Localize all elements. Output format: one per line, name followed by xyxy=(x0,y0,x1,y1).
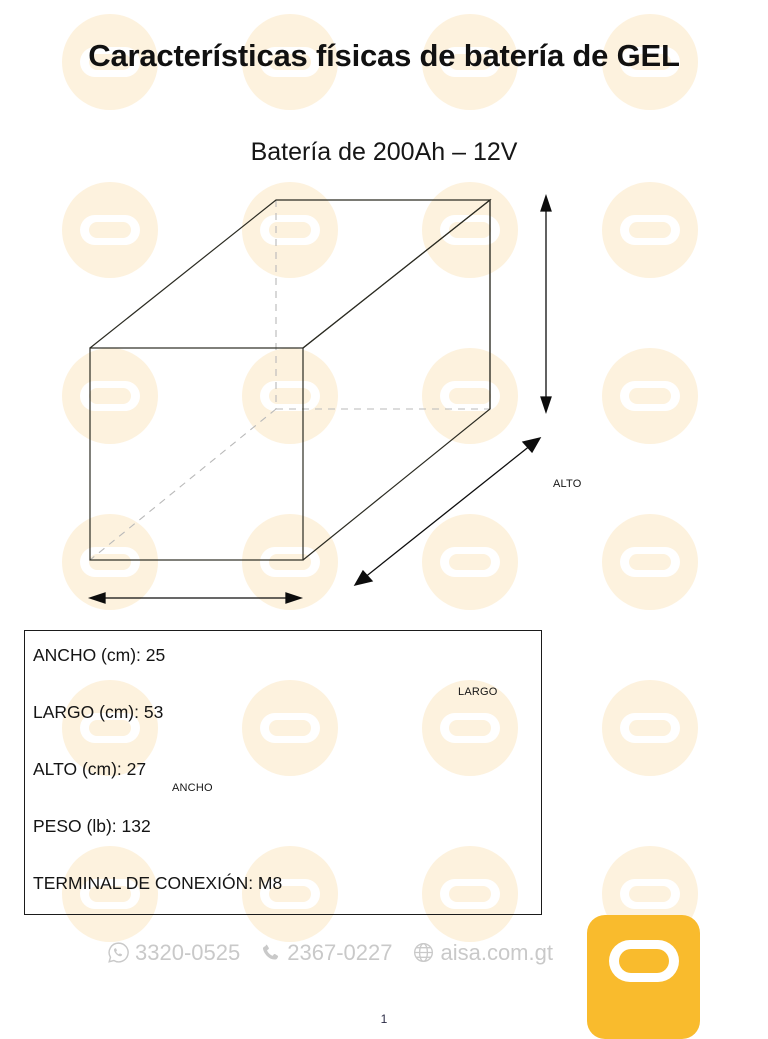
page-subtitle: Batería de 200Ah – 12V xyxy=(250,138,518,166)
spec-row-ancho: ANCHO (cm): 25 xyxy=(33,645,166,665)
visible-edges xyxy=(89,198,492,561)
spec-row-peso: PESO (lb): 132 xyxy=(33,816,151,836)
alto-dimension-arrow xyxy=(540,193,552,415)
globe-icon xyxy=(412,941,435,964)
spec-row-terminal: TERMINAL DE CONEXIÓN: M8 xyxy=(33,873,283,893)
logo-core-shape xyxy=(619,949,669,973)
page-number: 1 xyxy=(380,1012,388,1026)
contact-phone-number: 2367-0227 xyxy=(287,939,393,965)
contact-whatsapp[interactable]: 3320-0525 xyxy=(107,941,240,964)
whatsapp-icon xyxy=(107,941,130,964)
largo-dimension-arrow xyxy=(353,437,542,586)
dimension-label-ancho: ANCHO xyxy=(172,782,213,794)
contact-whatsapp-number: 3320-0525 xyxy=(135,939,241,965)
spec-row-largo: LARGO (cm): 53 xyxy=(33,702,164,722)
ancho-dimension-arrow xyxy=(87,592,304,604)
dimension-label-alto: ALTO xyxy=(553,478,582,490)
spec-row-alto: ALTO (cm): 27 xyxy=(33,759,147,779)
footer-contact-bar: 3320-0525 2367-0227 xyxy=(0,941,660,964)
box-drawing-svg xyxy=(87,193,552,604)
battery-dimension-diagram: ALTO LARGO ANCHO xyxy=(0,180,768,794)
page-title: Características físicas de batería de GE… xyxy=(88,38,680,73)
specifications-box: ANCHO (cm): 25 LARGO (cm): 53 ALTO (cm):… xyxy=(24,630,542,915)
contact-website[interactable]: aisa.com.gt xyxy=(412,941,553,964)
contact-phone[interactable]: 2367-0227 xyxy=(260,939,393,965)
contact-website-url: aisa.com.gt xyxy=(440,939,553,965)
hidden-edges xyxy=(89,200,490,561)
phone-icon xyxy=(260,942,282,964)
